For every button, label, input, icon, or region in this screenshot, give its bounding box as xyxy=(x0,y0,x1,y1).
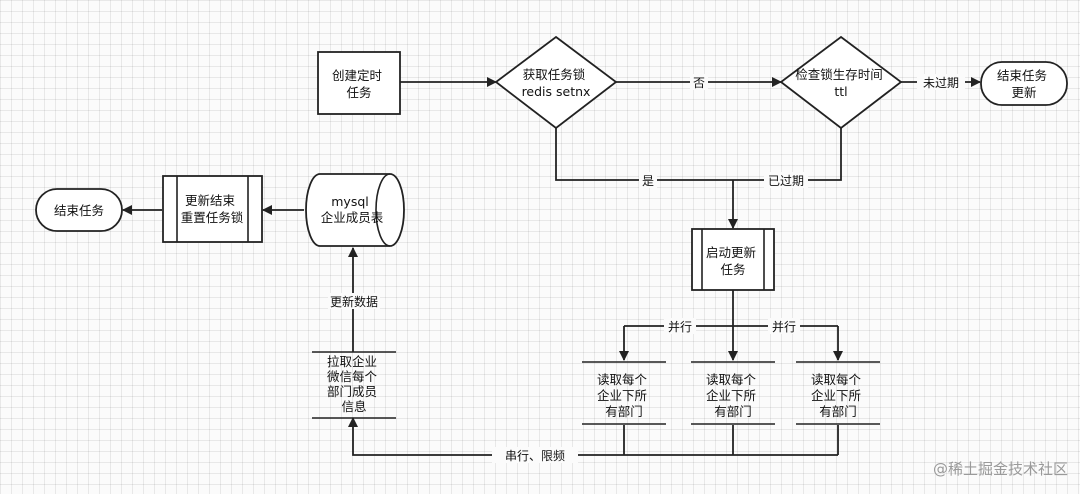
label-parallel-right: 并行 xyxy=(772,320,796,334)
node-create-task-label: 创建定时 任务 xyxy=(332,68,386,100)
node-read-dept-1-label: 读取每个 企业下所 有部门 xyxy=(597,372,651,419)
label-update-data: 更新数据 xyxy=(330,294,378,309)
label-expired: 已过期 xyxy=(768,174,804,188)
node-acquire-lock-label: 获取任务锁 redis setnx xyxy=(522,67,591,99)
edge-lock-yes xyxy=(555,128,733,181)
edge-serial-merge xyxy=(348,417,838,456)
node-read-dept-3-label: 读取每个 企业下所 有部门 xyxy=(811,372,865,419)
node-create-task xyxy=(317,51,401,115)
label-serial-rate-limit: 串行、限频 xyxy=(505,449,565,463)
label-no: 否 xyxy=(693,76,705,90)
node-update-reset-lock-label: 更新结束 重置任务锁 xyxy=(181,193,244,225)
node-mysql-table-label: mysql 企业成员表 xyxy=(321,194,384,225)
node-end-task xyxy=(35,188,123,232)
node-check-ttl-label: 检查锁生存时间 ttl xyxy=(795,67,887,99)
node-acquire-lock xyxy=(494,35,618,130)
node-check-ttl xyxy=(779,35,903,130)
node-start-update-label: 启动更新 任务 xyxy=(706,245,760,277)
node-update-reset-lock xyxy=(162,175,263,243)
mysql-right-curve xyxy=(375,173,391,247)
watermark: @稀土掘金技术社区 xyxy=(933,460,1068,478)
node-end-task-label: 结束任务 xyxy=(54,203,104,218)
label-parallel-left: 并行 xyxy=(668,320,692,334)
node-read-dept-2-label: 读取每个 企业下所 有部门 xyxy=(706,372,760,419)
node-start-update xyxy=(691,228,775,291)
node-pull-wechat-label: 拉取企业 微信每个 部门成员 信息 xyxy=(327,354,381,414)
node-end-update-label: 结束任务 更新 xyxy=(997,68,1051,100)
node-end-update xyxy=(980,61,1068,106)
label-yes: 是 xyxy=(642,174,654,188)
label-not-expired: 未过期 xyxy=(923,76,959,90)
